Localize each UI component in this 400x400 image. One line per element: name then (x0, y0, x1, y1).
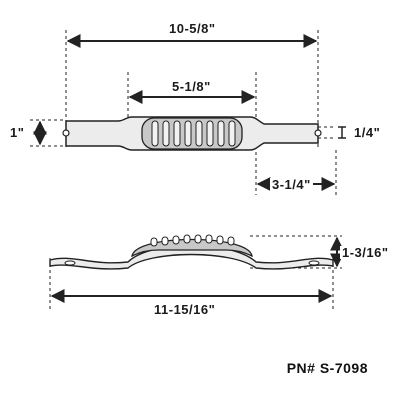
overall-length-label: 10-5/8" (167, 21, 218, 36)
mounting-hole-left (62, 129, 70, 137)
height-label: 1-3/16" (340, 245, 391, 260)
grip-length-label: 5-1/8" (170, 79, 213, 94)
grip-ribs-top-view (151, 120, 236, 147)
grip-scallops-side-view (150, 234, 235, 247)
part-number: PN# S-7098 (286, 360, 368, 376)
top-view-extension-lines (30, 30, 337, 195)
end-tab-hole-left (64, 260, 76, 266)
hole-size-label: 1/4" (352, 125, 383, 140)
end-tab-hole-right (308, 260, 320, 266)
side-length-label: 11-15/16" (152, 302, 218, 317)
strap-length-label: 3-1/4" (270, 177, 313, 192)
top-view (30, 30, 346, 195)
end-width-label: 1" (8, 125, 27, 140)
mounting-hole-right (314, 129, 322, 137)
side-view (49, 234, 344, 310)
handle-side-view-strap (49, 244, 334, 270)
